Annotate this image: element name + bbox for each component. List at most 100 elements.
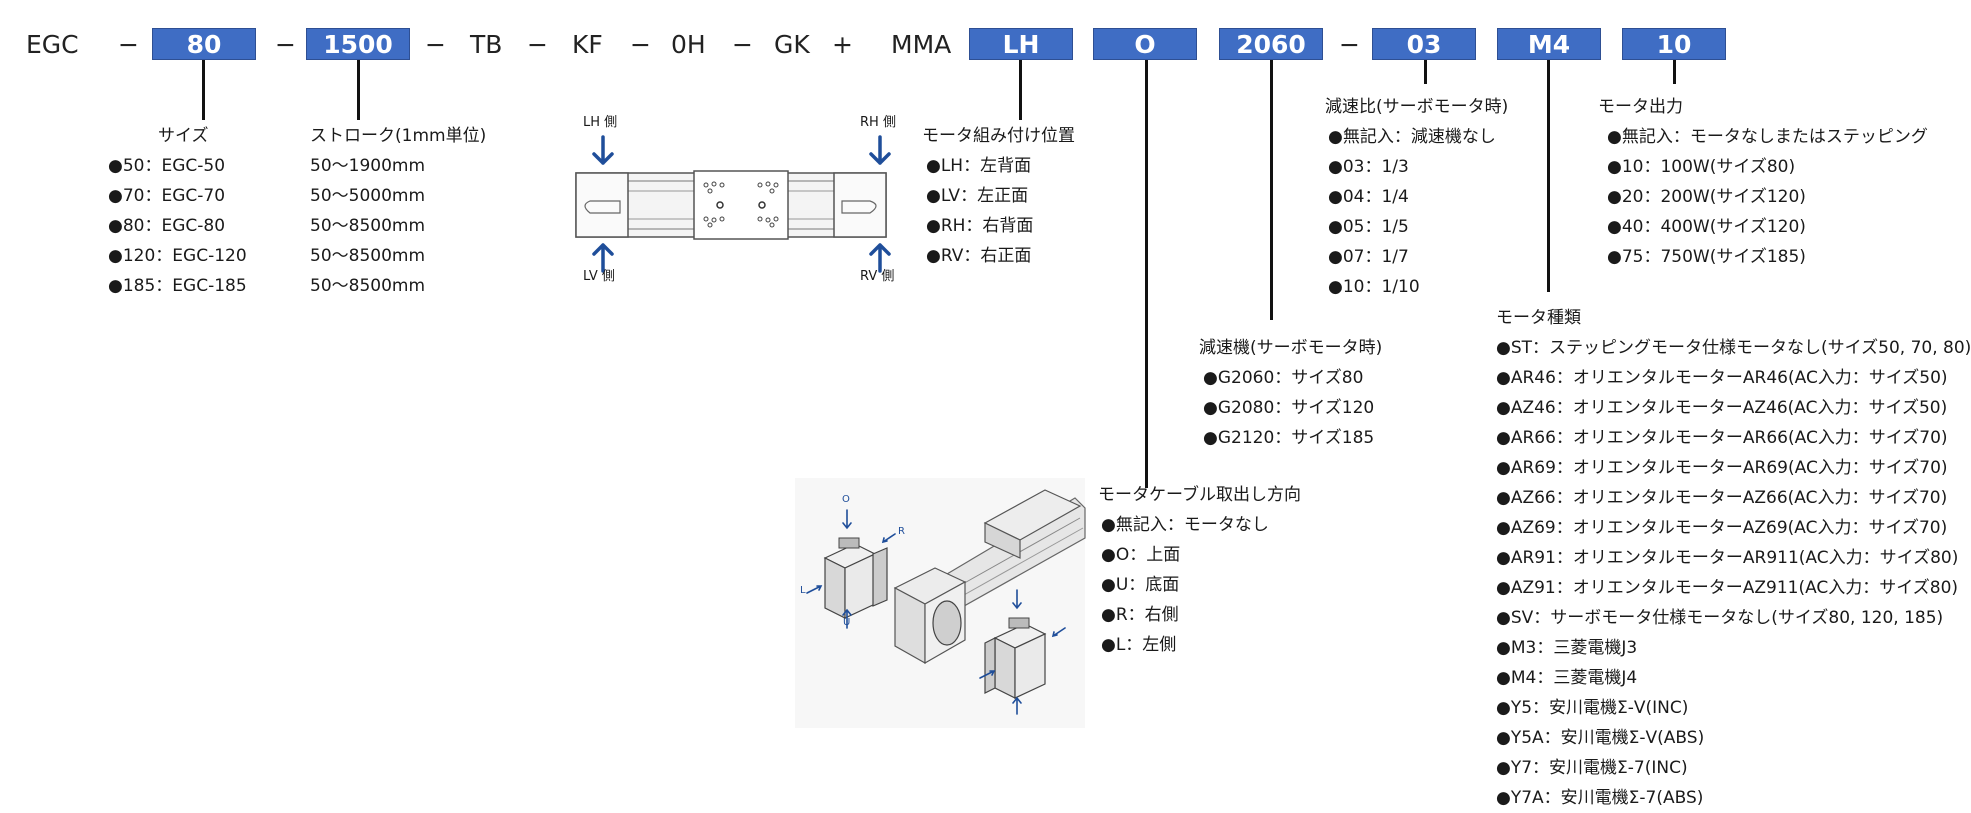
code-plus: + xyxy=(832,30,853,59)
code-prefix: EGC xyxy=(26,30,79,59)
connector-motor-position xyxy=(1019,60,1022,120)
motor-position-title: モータ組み付け位置 xyxy=(922,126,1075,146)
connector-cable-direction xyxy=(1145,60,1148,488)
cable-r-label: R xyxy=(898,526,905,537)
rv-side-label: RV 側 xyxy=(860,269,895,284)
motor-position-item: ●LH：左背面 xyxy=(926,156,1032,176)
size-title: サイズ xyxy=(158,126,209,146)
motor-assembly-illustration xyxy=(795,478,1086,728)
code-box-motor-position: LH xyxy=(969,28,1073,60)
code-box-motor-output: 10 xyxy=(1622,28,1726,60)
actuator-top-view-illustration xyxy=(570,115,900,295)
ratio-item: ●03：1/3 xyxy=(1328,157,1409,177)
connector-motor-output xyxy=(1673,60,1676,84)
code-box-reducer: 2060 xyxy=(1219,28,1323,60)
cable-direction-item: ●L：左側 xyxy=(1101,635,1177,655)
motor-position-item: ●RV：右正面 xyxy=(926,246,1032,266)
motor-type-item: ●M4：三菱電機J4 xyxy=(1496,668,1638,688)
motor-type-item: ●AR46：オリエンタルモーターAR46(AC入力：サイズ50) xyxy=(1496,368,1948,388)
connector-reducer xyxy=(1270,60,1273,320)
stroke-item: 50～8500mm xyxy=(310,246,426,266)
output-item: ●無記入：モータなしまたはステッピング xyxy=(1607,127,1928,147)
cable-u-label: U xyxy=(843,617,851,628)
lv-side-label: LV 側 xyxy=(583,269,615,284)
ratio-title: 減速比(サーボモータ時) xyxy=(1325,97,1509,117)
motor-type-item: ●Y7：安川電機Σ-7(INC) xyxy=(1496,758,1688,778)
motor-type-item: ●Y7A：安川電機Σ-7(ABS) xyxy=(1496,788,1704,808)
reducer-item: ●G2060：サイズ80 xyxy=(1203,368,1364,388)
ratio-item: ●無記入：減速機なし xyxy=(1328,127,1496,147)
size-item: ●50：EGC-50 xyxy=(108,156,226,176)
code-kf: KF xyxy=(572,30,603,59)
motor-position-item: ●RH：右背面 xyxy=(926,216,1034,236)
size-list: ●50：EGC-50 ●70：EGC-70 ●80：EGC-80 ●120：EG… xyxy=(108,151,247,301)
ratio-item: ●04：1/4 xyxy=(1328,187,1409,207)
stroke-item: 50～8500mm xyxy=(310,216,426,236)
ratio-item: ●07：1/7 xyxy=(1328,247,1409,267)
motor-type-item: ●Y5A：安川電機Σ-V(ABS) xyxy=(1496,728,1705,748)
ratio-list: ●無記入：減速機なし ●03：1/3 ●04：1/4 ●05：1/5 ●07：1… xyxy=(1328,122,1496,302)
code-box-size: 80 xyxy=(152,28,256,60)
motor-type-item: ●AZ69：オリエンタルモーターAZ69(AC入力：サイズ70) xyxy=(1496,518,1948,538)
reducer-item: ●G2120：サイズ185 xyxy=(1203,428,1375,448)
motor-type-item: ●SV：サーボモータ仕様モータなし(サイズ80, 120, 185) xyxy=(1496,608,1944,628)
code-dash: − xyxy=(275,30,296,59)
motor-type-item: ●AZ66：オリエンタルモーターAZ66(AC入力：サイズ70) xyxy=(1496,488,1948,508)
size-item: ●185：EGC-185 xyxy=(108,276,247,296)
model-code-row: EGC − 80 − 1500 − TB − KF − 0H − GK + MM… xyxy=(0,0,1928,80)
size-item: ●80：EGC-80 xyxy=(108,216,226,236)
code-dash: − xyxy=(527,30,548,59)
code-box-stroke: 1500 xyxy=(306,28,410,60)
ratio-item: ●10：1/10 xyxy=(1328,277,1420,297)
stroke-list: 50～1900mm 50～5000mm 50～8500mm 50～8500mm … xyxy=(310,151,425,301)
motor-type-item: ●Y5：安川電機Σ-V(INC) xyxy=(1496,698,1689,718)
motor-type-item: ●AR69：オリエンタルモーターAR69(AC入力：サイズ70) xyxy=(1496,458,1948,478)
output-item: ●40：400W(サイズ120) xyxy=(1607,217,1806,237)
motor-position-list: ●LH：左背面 ●LV：左正面 ●RH：右背面 ●RV：右正面 xyxy=(926,151,1033,271)
output-title: モータ出力 xyxy=(1598,97,1683,117)
code-0h: 0H xyxy=(671,30,706,59)
motor-position-item: ●LV：左正面 xyxy=(926,186,1029,206)
cable-direction-title: モータケーブル取出し方向 xyxy=(1098,485,1301,505)
lh-side-label: LH 側 xyxy=(583,115,618,130)
stroke-item: 50～5000mm xyxy=(310,186,426,206)
code-box-motor-type: M4 xyxy=(1497,28,1601,60)
motor-type-title: モータ種類 xyxy=(1496,308,1581,328)
code-dash: − xyxy=(1339,30,1360,59)
output-item: ●75：750W(サイズ185) xyxy=(1607,247,1806,267)
ratio-item: ●05：1/5 xyxy=(1328,217,1409,237)
output-list: ●無記入：モータなしまたはステッピング ●10：100W(サイズ80) ●20：… xyxy=(1607,122,1928,272)
code-box-cable-direction: O xyxy=(1093,28,1197,60)
code-dash: − xyxy=(630,30,651,59)
cable-o-label: O xyxy=(842,494,850,505)
motor-type-item: ●ST：ステッピングモータ仕様モータなし(サイズ50, 70, 80) xyxy=(1496,338,1971,358)
cable-l-label: L xyxy=(800,585,806,596)
connector-ratio xyxy=(1424,60,1427,84)
code-mma: MMA xyxy=(891,30,952,59)
connector-motor-type xyxy=(1547,60,1550,292)
reducer-item: ●G2080：サイズ120 xyxy=(1203,398,1375,418)
output-item: ●10：100W(サイズ80) xyxy=(1607,157,1796,177)
stroke-item: 50～8500mm xyxy=(310,276,426,296)
reducer-list: ●G2060：サイズ80 ●G2080：サイズ120 ●G2120：サイズ185 xyxy=(1203,363,1374,453)
reducer-title: 減速機(サーボモータ時) xyxy=(1199,338,1383,358)
motor-type-item: ●AZ46：オリエンタルモーターAZ46(AC入力：サイズ50) xyxy=(1496,398,1948,418)
cable-direction-item: ●無記入：モータなし xyxy=(1101,515,1269,535)
motor-type-item: ●AZ91：オリエンタルモーターAZ911(AC入力：サイズ80) xyxy=(1496,578,1959,598)
stroke-title: ストローク(1mm単位) xyxy=(310,126,487,146)
output-item: ●20：200W(サイズ120) xyxy=(1607,187,1806,207)
cable-direction-item: ●U：底面 xyxy=(1101,575,1180,595)
stroke-item: 50～1900mm xyxy=(310,156,426,176)
size-item: ●70：EGC-70 xyxy=(108,186,226,206)
code-tb: TB xyxy=(470,30,503,59)
code-gk: GK xyxy=(774,30,810,59)
connector-stroke xyxy=(357,60,360,120)
cable-direction-item: ●R：右側 xyxy=(1101,605,1179,625)
size-item: ●120：EGC-120 xyxy=(108,246,247,266)
motor-type-item: ●AR91：オリエンタルモーターAR911(AC入力：サイズ80) xyxy=(1496,548,1959,568)
connector-size xyxy=(202,60,205,120)
code-dash: − xyxy=(425,30,446,59)
cable-direction-item: ●O：上面 xyxy=(1101,545,1181,565)
code-box-ratio: 03 xyxy=(1372,28,1476,60)
motor-type-item: ●AR66：オリエンタルモーターAR66(AC入力：サイズ70) xyxy=(1496,428,1948,448)
